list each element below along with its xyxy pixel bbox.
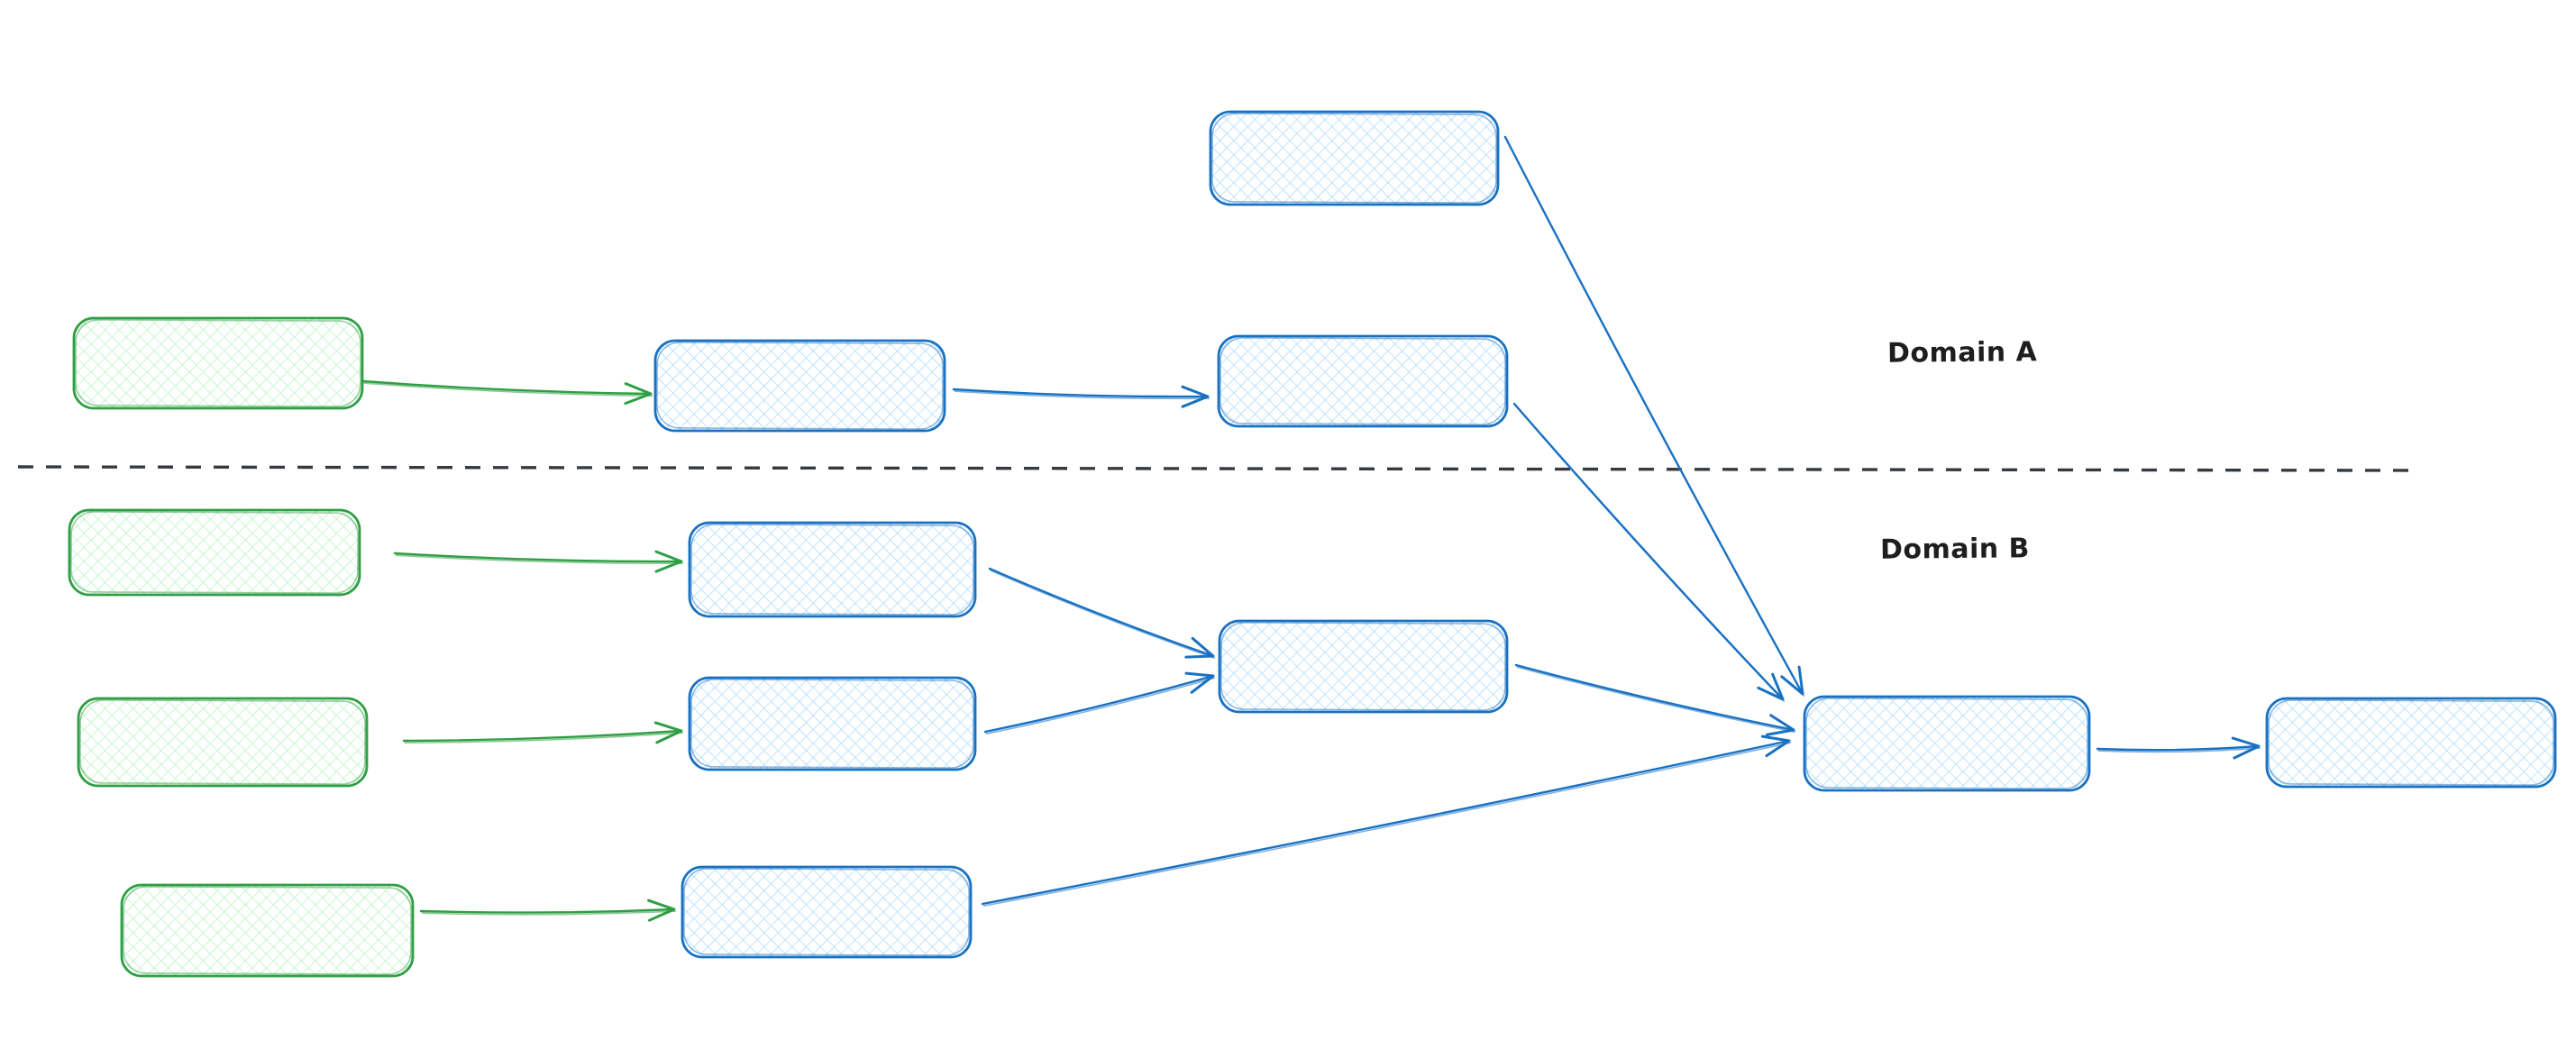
node-shared-hub[interactable] [1803,695,2091,792]
arrow-b-input1-to-step1[interactable] [393,550,684,573]
node-domain-b-input1[interactable] [68,508,361,597]
arrow-a-step2-to-hub[interactable] [1512,402,1786,703]
node-domain-a-input[interactable] [72,316,364,410]
node-domain-b-step1[interactable] [688,521,977,618]
node-domain-a-step1[interactable] [653,339,946,433]
arrow-b-input2-to-step2[interactable] [402,721,684,744]
arrow-b-step3-to-hub[interactable] [981,734,1792,908]
node-domain-b-step2[interactable] [688,676,977,771]
node-domain-b-step3[interactable] [681,865,973,959]
label-domain-b[interactable]: Domain B [1879,533,2031,566]
domain-divider-line[interactable] [17,465,2416,472]
label-domain-a[interactable]: Domain A [1886,336,2038,369]
arrow-b-step1-to-merge[interactable] [988,567,1216,660]
arrow-a-step1-to-step2[interactable] [952,385,1210,408]
node-final-output[interactable] [2265,697,2557,789]
arrow-b-input3-to-step3[interactable] [419,898,677,922]
node-domain-b-merge[interactable] [1218,619,1509,714]
node-domain-a-step2[interactable] [1217,334,1509,428]
arrow-b-merge-to-hub[interactable] [1514,663,1796,736]
arrow-a-input-to-step1[interactable] [361,379,653,406]
arrow-a-detached-to-hub[interactable] [1503,135,1805,698]
node-domain-a-detached[interactable] [1209,110,1500,206]
node-domain-b-input3[interactable] [120,883,415,978]
arrow-hub-to-output[interactable] [2096,736,2261,760]
arrow-b-step2-to-merge[interactable] [983,671,1216,735]
node-domain-b-input2[interactable] [77,697,369,788]
